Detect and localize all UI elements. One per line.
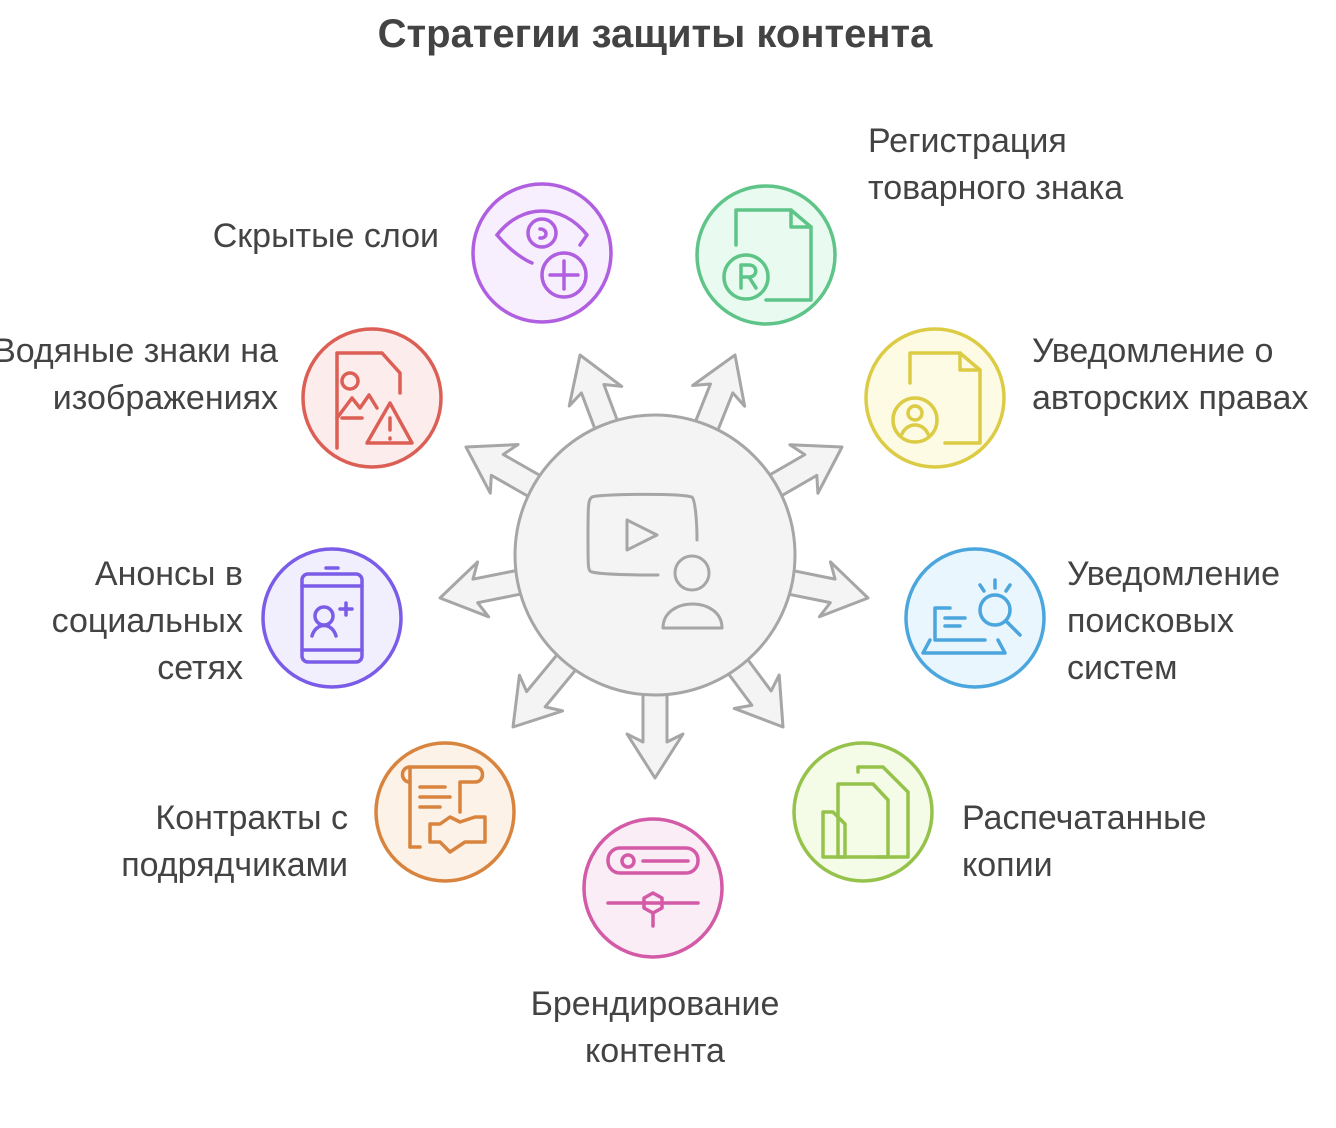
node-8: [582, 817, 724, 959]
node-circle: [792, 741, 934, 883]
node-1: [695, 184, 837, 326]
label-trademark: Регистрация товарного знака: [868, 122, 1124, 207]
node-circle: [471, 182, 613, 324]
center-hub: [513, 413, 797, 697]
label-search-engines: Уведомление поисковых систем: [1067, 555, 1281, 687]
node-circle: [582, 817, 724, 959]
label-copyright: Уведомление о авторских правах: [1032, 332, 1309, 417]
node-circle: [904, 547, 1046, 689]
image-warning-icon: [335, 351, 414, 450]
node-circle: [695, 184, 837, 326]
node-3: [864, 327, 1006, 469]
node-6: [374, 741, 516, 883]
document-user-icon: [891, 351, 982, 445]
registered-document-icon: [722, 208, 813, 302]
label-watermarks: Водяные знаки на изображениях: [0, 332, 278, 417]
copies-icon: [821, 765, 910, 859]
phone-add-user-icon: [300, 566, 364, 664]
node-5: [904, 547, 1046, 689]
node-2: [301, 327, 443, 469]
node-circle: [864, 327, 1006, 469]
label-social: Анонсы в социальных сетях: [51, 555, 243, 687]
video-user-icon: [586, 492, 724, 630]
node-circle: [374, 741, 516, 883]
node-0: [471, 182, 613, 324]
label-printed-copies: Распечатанные копии: [962, 799, 1207, 884]
diagram-title: Стратегии защиты контента: [377, 12, 933, 56]
brand-slider-icon: [606, 846, 700, 928]
label-contracts: Контракты с подрядчиками: [121, 799, 348, 884]
node-7: [792, 741, 934, 883]
label-hidden-layers: Скрытые слои: [212, 217, 439, 255]
node-4: [261, 547, 403, 689]
laptop-search-icon: [921, 578, 1022, 655]
label-branding: Брендирование контента: [530, 985, 780, 1070]
contract-handshake-icon: [400, 765, 487, 854]
eye-plus-icon: [495, 209, 589, 299]
